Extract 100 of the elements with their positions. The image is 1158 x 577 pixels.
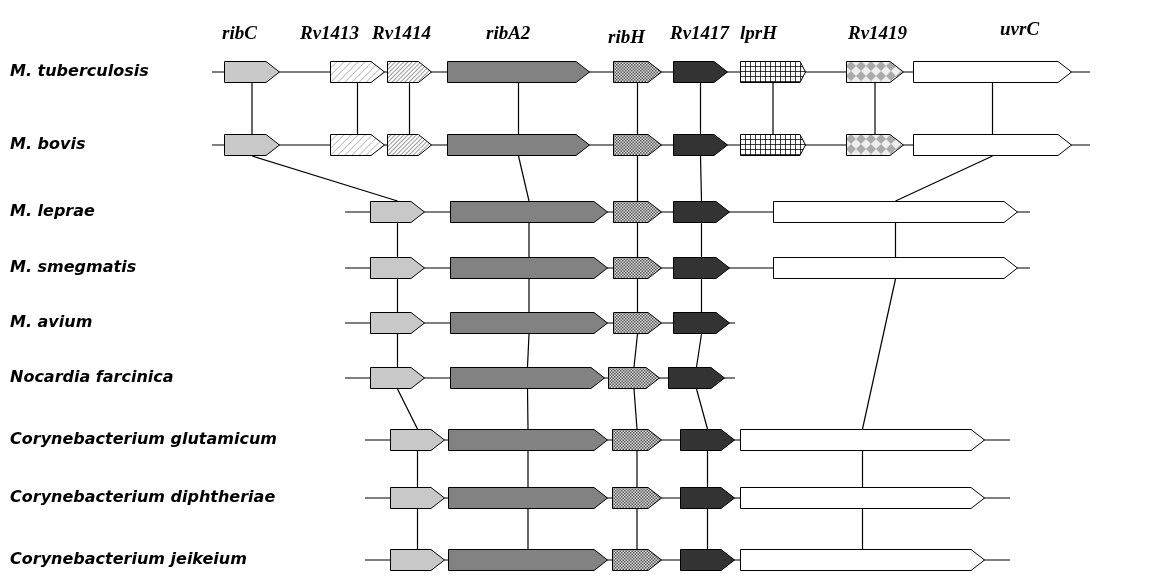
gene-symbol: [740, 549, 985, 571]
gene-symbol: [450, 257, 608, 279]
gene-symbol: [668, 367, 725, 389]
ortholog-line: [700, 278, 703, 313]
ortholog-line: [416, 508, 419, 550]
gene-name: lprH: [740, 22, 777, 44]
species-name: M. bovis: [10, 134, 86, 153]
gene-symbol: [673, 201, 730, 223]
ortholog-line: [528, 222, 530, 258]
ortholog-line: [528, 278, 530, 313]
gene-symbol: [612, 549, 662, 571]
ortholog-line: [517, 155, 530, 202]
gene-symbol: [612, 429, 662, 451]
gene-symbol: [613, 134, 662, 156]
gene-symbol: [673, 257, 730, 279]
ortholog-line: [874, 82, 876, 135]
ortholog-line: [356, 82, 359, 135]
species-name: Corynebacterium diphtheriae: [10, 487, 276, 506]
ortholog-line: [861, 278, 897, 430]
gene-symbol: [390, 549, 445, 571]
ortholog-line: [251, 155, 399, 202]
gene-symbol: [673, 134, 728, 156]
ortholog-line: [396, 388, 419, 430]
gene-symbol: [740, 61, 806, 83]
species-name: Corynebacterium jeikeium: [10, 549, 247, 568]
ortholog-line: [991, 82, 994, 135]
gene-symbol: [387, 134, 432, 156]
ortholog-line: [633, 388, 638, 430]
ortholog-line: [396, 333, 399, 368]
gene-symbol: [740, 134, 806, 156]
gene-symbol: [450, 312, 608, 334]
gene-symbol: [608, 367, 660, 389]
gene-symbol: [613, 61, 662, 83]
gene-symbol: [740, 429, 985, 451]
ortholog-line: [251, 82, 253, 135]
ortholog-line: [636, 155, 639, 202]
gene-name: Rv1417: [670, 22, 730, 44]
ortholog-line: [396, 278, 399, 313]
gene-name: Rv1413: [300, 22, 360, 44]
gene-symbol: [447, 134, 590, 156]
ortholog-line: [706, 450, 709, 488]
species-name: M. avium: [10, 312, 93, 331]
gene-name: Rv1419: [848, 22, 908, 44]
ortholog-line: [894, 222, 897, 258]
gene-symbol: [673, 312, 730, 334]
ortholog-line: [527, 508, 529, 550]
ortholog-line: [396, 222, 399, 258]
ortholog-line: [699, 82, 702, 135]
gene-symbol: [913, 61, 1072, 83]
gene-symbol: [450, 201, 608, 223]
gene-name: Rv1414: [372, 22, 432, 44]
gene-symbol: [448, 549, 608, 571]
ortholog-line: [695, 333, 703, 368]
gene-symbol: [846, 134, 904, 156]
ortholog-line: [861, 450, 864, 488]
ortholog-line: [526, 333, 530, 368]
gene-name: ribA2: [486, 22, 531, 44]
gene-symbol: [613, 312, 662, 334]
gene-symbol: [740, 487, 985, 509]
ortholog-line: [633, 333, 639, 368]
gene-name: ribC: [222, 22, 257, 44]
gene-symbol: [447, 61, 590, 83]
gene-name: uvrC: [1000, 18, 1040, 40]
ortholog-line: [861, 508, 864, 550]
species-name: M. leprae: [10, 201, 95, 220]
species-name: Corynebacterium glutamicum: [10, 429, 277, 448]
gene-symbol: [370, 201, 425, 223]
gene-symbol: [613, 257, 662, 279]
ortholog-line: [636, 508, 638, 550]
gene-symbol: [448, 487, 608, 509]
gene-symbol: [370, 367, 425, 389]
gene-symbol: [680, 429, 735, 451]
gene-symbol: [673, 61, 728, 83]
ortholog-line: [894, 155, 994, 202]
species-name: Nocardia farcinica: [10, 367, 174, 386]
ortholog-line: [706, 508, 709, 550]
gene-symbol: [224, 61, 280, 83]
ortholog-line: [636, 222, 639, 258]
gene-symbol: [330, 134, 385, 156]
species-name: M. smegmatis: [10, 257, 137, 276]
gene-symbol: [450, 367, 605, 389]
gene-symbol: [387, 61, 432, 83]
gene-symbol: [613, 201, 662, 223]
gene-name: ribH: [608, 26, 645, 48]
gene-symbol: [448, 429, 608, 451]
gene-symbol: [773, 201, 1018, 223]
ortholog-line: [695, 388, 709, 430]
species-name: M. tuberculosis: [10, 61, 149, 80]
gene-symbol: [680, 487, 735, 509]
gene-symbol: [224, 134, 280, 156]
ortholog-line: [416, 450, 419, 488]
ortholog-line: [700, 222, 703, 258]
ortholog-line: [526, 388, 529, 430]
gene-symbol: [913, 134, 1072, 156]
ortholog-line: [636, 278, 639, 313]
gene-symbol: [680, 549, 735, 571]
ortholog-line: [772, 82, 774, 135]
gene-symbol: [370, 257, 425, 279]
ortholog-line: [699, 155, 703, 202]
ortholog-line: [636, 82, 639, 135]
